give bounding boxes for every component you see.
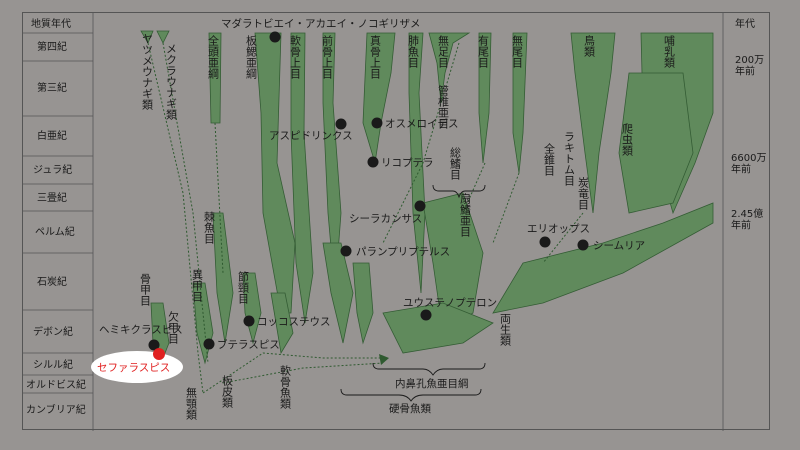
fossil-label-eryops: エリオップス	[527, 223, 590, 235]
period-jurassic: ジュラ紀	[33, 163, 72, 176]
vlabel-rhipidistia: 扇鰭亜目	[459, 192, 472, 237]
vlabel-hagfish: メクラウナギ類	[165, 43, 178, 121]
vlabel-urodela: 有尾目	[477, 34, 490, 68]
vlabel-amphibia: 両生類	[499, 313, 512, 347]
vlabel-holostei: 前骨上目	[321, 34, 334, 79]
fossil-label-coccosteus: コッコステウス	[257, 316, 331, 328]
period-quaternary: 第四紀	[37, 40, 67, 53]
vlabel-elasmobranchii: 板鰓亜綱	[245, 34, 258, 80]
header-geologic-time: 地質年代	[31, 17, 71, 30]
vlabel-chondrostei: 軟骨上目	[289, 34, 302, 79]
lineage-branches	[140, 30, 714, 365]
highlight-marker-icon	[153, 348, 165, 360]
vlabel-agnatha: 無顎類	[185, 386, 198, 421]
age-66ma: 6600万年前	[731, 153, 766, 176]
fossil-label-rays: マダラトビエイ・アカエイ・ノコギリザメ	[221, 17, 421, 30]
vlabel-arthrodira: 節頸目	[237, 270, 250, 304]
vlabel-placodermi: 板皮類	[221, 374, 234, 409]
vlabel-anura: 無尾目	[511, 34, 524, 68]
vlabel-crossopterygii: 総鰭目	[449, 146, 462, 180]
age-2ma: 200万年前	[735, 55, 764, 78]
fossil-label-coelacanthus: シーラカンサス	[349, 213, 422, 225]
fossil-label-hemicyclaspis: ヘミキクラスピス	[99, 324, 183, 336]
vlabel-dipnoi: 肺魚目	[407, 35, 420, 68]
vlabel-acanthodii: 棘魚目	[203, 211, 216, 244]
period-silurian: シルル紀	[33, 358, 73, 371]
highlight-label: セファラスピス	[97, 362, 170, 374]
vlabel-lepospondyli: 管椎亜目	[437, 84, 450, 129]
fossil-markers	[148, 31, 589, 351]
header-age: 年代	[735, 17, 755, 30]
vlabel-osteostraci: 骨甲目	[139, 273, 152, 306]
period-cretaceous: 白亜紀	[37, 129, 67, 142]
period-carboniferous: 石炭紀	[37, 275, 67, 288]
vlabel-anaspida: 欠甲目	[167, 310, 180, 344]
diagram-frame: 地質年代 年代 第四紀 第三紀 白亜紀 ジュラ紀 三畳紀 ペルム紀 石炭紀 デボ…	[22, 12, 770, 431]
period-ordovician: オルドビス紀	[26, 378, 86, 391]
group-label-osteichthyes: 硬骨魚類	[389, 402, 431, 415]
period-triassic: 三畳紀	[37, 191, 67, 204]
vlabel-apoda: 無足目	[437, 34, 450, 68]
vlabel-mammals: 哺乳類	[663, 35, 676, 69]
fossil-label-lycoptera: リコプテラ	[381, 157, 434, 169]
period-devonian: デボン紀	[33, 325, 73, 338]
fossil-label-pteraspis: ブテラスピス	[217, 338, 280, 351]
arrowhead-icon	[379, 354, 389, 365]
vlabel-teleostei: 真骨上目	[369, 34, 382, 79]
fossil-label-aspidorhynchus: アスピドリンクス	[269, 130, 353, 142]
vlabel-anthracosauria: 炭竜目	[577, 177, 590, 210]
vlabel-heterostraci: 異甲目	[191, 269, 204, 302]
fossil-label-palaeoniscus: パランプリプテルス	[356, 246, 450, 258]
dotted-connectors	[147, 42, 584, 394]
group-braces	[340, 184, 486, 402]
vlabel-lamprey: ヤツメウナギ類	[141, 33, 154, 111]
group-label-sarcopterygii: 内鼻孔魚亜目綱	[395, 377, 469, 390]
vlabel-holospondyli: 全錐目	[543, 142, 556, 176]
period-cambrian: カンブリア紀	[26, 403, 86, 416]
vlabel-chondrichthyes: 軟骨魚類	[279, 364, 292, 410]
vlabel-birds: 鳥類	[583, 34, 596, 58]
vlabel-reptiles: 爬虫類	[621, 123, 634, 157]
vlabel-rhachitomi: ラキトム目	[563, 131, 576, 186]
fossil-label-seymouria: シームリア	[593, 240, 645, 252]
period-permian: ペルム紀	[35, 225, 75, 238]
fossil-label-osmeroides: オスメロイデス	[385, 117, 459, 130]
age-245ma: 2.45億年前	[731, 207, 763, 232]
vlabel-holocephali: 全頭亜綱	[207, 34, 220, 80]
phylogeny-diagram: 地質年代 年代 第四紀 第三紀 白亜紀 ジュラ紀 三畳紀 ペルム紀 石炭紀 デボ…	[23, 13, 766, 431]
period-tertiary: 第三紀	[37, 81, 67, 94]
fossil-label-eusthenopteron: ユウステノプテロン	[403, 297, 497, 309]
